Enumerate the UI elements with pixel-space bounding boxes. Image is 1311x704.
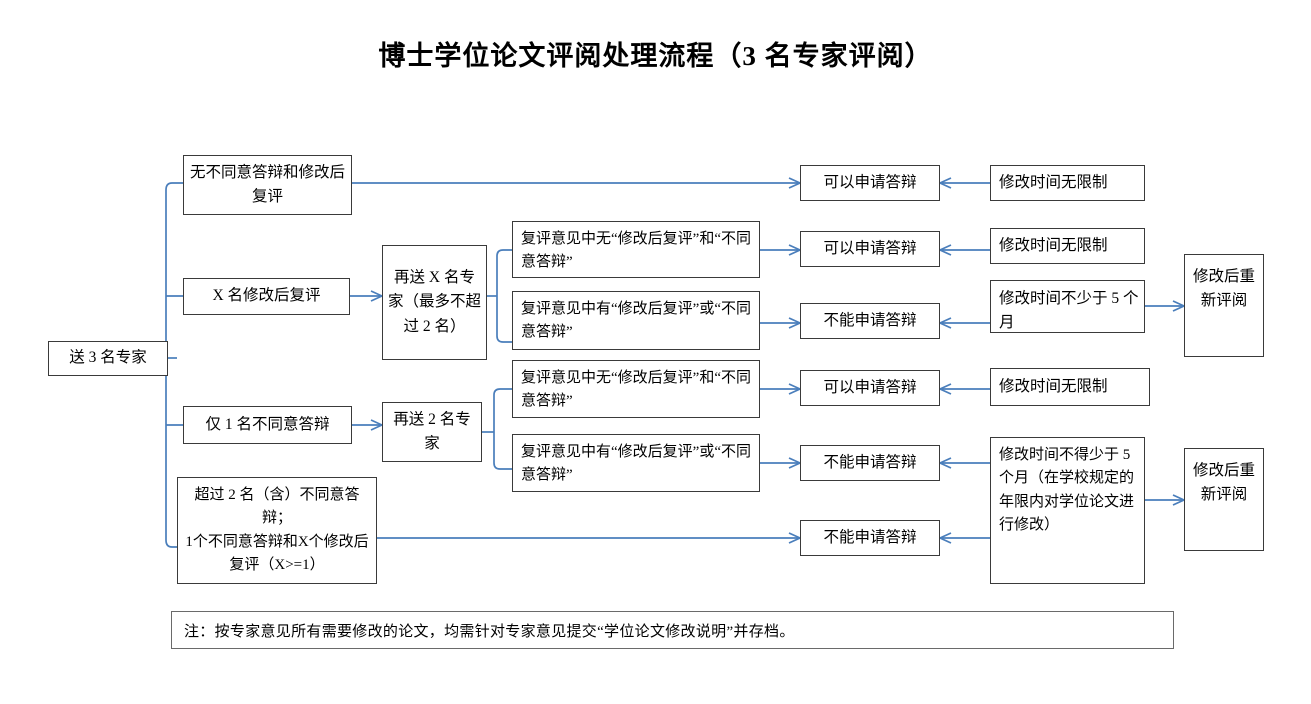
- arrow-rereview1: [1172, 300, 1187, 312]
- node-branch-one-objection[interactable]: 仅 1 名不同意答辩: [183, 406, 352, 444]
- node-can-apply-3[interactable]: 可以申请答辩: [800, 370, 940, 406]
- node-review-yes-2[interactable]: 复评意见中有“修改后复评”或“不同意答辩”: [512, 434, 760, 492]
- node-review-no-1[interactable]: 复评意见中无“修改后复评”和“不同意答辩”: [512, 221, 760, 278]
- wire-resendx-bracket: [496, 249, 512, 343]
- arrow-xrevise: [370, 290, 385, 302]
- node-branch-x-revise[interactable]: X 名修改后复评: [183, 278, 350, 315]
- arrow-time4: [937, 383, 952, 395]
- arrow-time1: [937, 177, 952, 189]
- node-time-not-less-five-months-long[interactable]: 修改时间不得少于 5 个月（在学校规定的年限内对学位论文进行修改）: [990, 437, 1145, 584]
- node-time-min-five-months[interactable]: 修改时间不少于 5 个月: [990, 280, 1145, 333]
- node-start[interactable]: 送 3 名专家: [48, 341, 168, 376]
- node-can-apply-2[interactable]: 可以申请答辩: [800, 231, 940, 267]
- node-review-no-2[interactable]: 复评意见中无“修改后复评”和“不同意答辩”: [512, 360, 760, 418]
- arrow-reviewno1: [788, 244, 803, 256]
- arrow-time2: [937, 244, 952, 256]
- page-title: 博士学位论文评阅处理流程（3 名专家评阅）: [378, 41, 933, 71]
- arrow-one-objection: [370, 419, 385, 431]
- arrow-rereview2: [1172, 494, 1187, 506]
- node-branch-two-or-more[interactable]: 超过 2 名（含）不同意答辩； 1个不同意答辩和X个修改后复评（X>=1）: [177, 477, 377, 584]
- node-resend-x-experts[interactable]: 再送 X 名专家（最多不超过 2 名）: [382, 245, 487, 360]
- node-resend-two-experts[interactable]: 再送 2 名专家: [382, 402, 482, 462]
- node-time-unlimited-1[interactable]: 修改时间无限制: [990, 165, 1145, 201]
- node-cannot-apply-2[interactable]: 不能申请答辩: [800, 445, 940, 481]
- wire-resend2-bracket: [493, 388, 512, 470]
- node-cannot-apply-3[interactable]: 不能申请答辩: [800, 520, 940, 556]
- node-re-review-1[interactable]: 修改后重新评阅: [1184, 254, 1264, 357]
- arrow-twoplus: [788, 532, 803, 544]
- node-can-apply-1[interactable]: 可以申请答辩: [800, 165, 940, 201]
- node-review-yes-1[interactable]: 复评意见中有“修改后复评”或“不同意答辩”: [512, 291, 760, 350]
- arrow-reviewno2: [788, 383, 803, 395]
- arrow-time3: [937, 317, 952, 329]
- arrow-branch1: [788, 177, 803, 189]
- arrow-time5a: [937, 457, 952, 469]
- footnote: 注：按专家意见所有需要修改的论文，均需针对专家意见提交“学位论文修改说明”并存档…: [171, 611, 1174, 649]
- arrow-time5b: [937, 532, 952, 544]
- arrow-reviewyes1: [788, 317, 803, 329]
- node-cannot-apply-1[interactable]: 不能申请答辩: [800, 303, 940, 339]
- node-time-unlimited-3[interactable]: 修改时间无限制: [990, 368, 1150, 406]
- node-time-unlimited-2[interactable]: 修改时间无限制: [990, 228, 1145, 264]
- arrow-reviewyes2: [788, 457, 803, 469]
- node-re-review-2[interactable]: 修改后重新评阅: [1184, 448, 1264, 551]
- node-branch-no-objection[interactable]: 无不同意答辩和修改后复评: [183, 155, 352, 215]
